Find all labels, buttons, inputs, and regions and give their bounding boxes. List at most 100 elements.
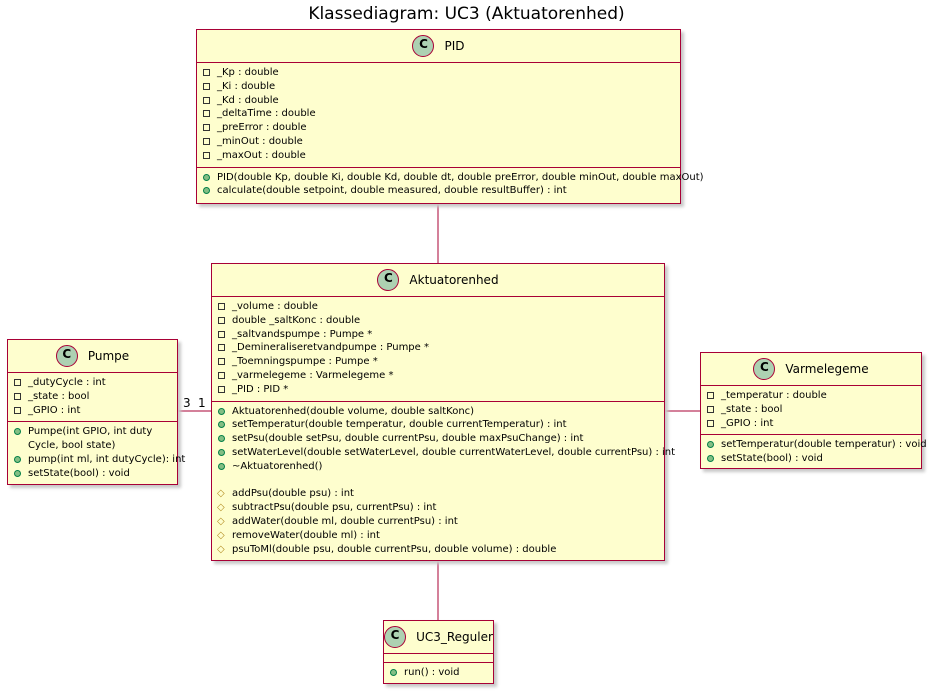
attribute: _maxOut : double (203, 149, 674, 163)
protected-icon: ◇ (217, 488, 225, 500)
class-name: Pumpe (87, 349, 130, 363)
method: setState(bool) : void (14, 467, 171, 481)
method: run() : void (390, 666, 487, 680)
attributes-section (384, 654, 493, 662)
attribute: _dutyCycle : int (14, 376, 171, 390)
method: setWaterLevel(double setWaterLevel, doub… (218, 446, 675, 460)
protected-method: ◇psuToMl(double psu, double currentPsu, … (217, 543, 557, 555)
attributes-section: _volume : double double _saltKonc : doub… (212, 297, 664, 401)
protected-icon: ◇ (217, 515, 225, 527)
private-icon (218, 371, 225, 379)
public-icon (707, 455, 714, 463)
multiplicity-pumpe: 3 (183, 396, 191, 410)
public-icon (218, 435, 225, 443)
attribute: _temperatur : double (707, 389, 915, 403)
protected-icon: ◇ (217, 543, 225, 555)
private-icon (14, 379, 21, 386)
private-icon (203, 69, 210, 76)
attributes-section: _dutyCycle : int _state : bool _GPIO : i… (8, 373, 177, 421)
class-name: Aktuatorenhed (409, 273, 499, 287)
attributes-section: _Kp : double _Ki : double _Kd : double _… (197, 63, 680, 167)
class-name: UC3_Reguler (416, 630, 493, 644)
protected-icon: ◇ (217, 502, 225, 514)
methods-section: run() : void (384, 662, 493, 684)
private-icon (203, 151, 210, 159)
private-icon (203, 96, 210, 104)
public-icon (218, 421, 225, 429)
class-pumpe[interactable]: C Pumpe _dutyCycle : int _state : bool _G… (7, 339, 185, 485)
class-aktuatorenhed[interactable]: C Aktuatorenhed _volume : double double _… (211, 263, 675, 561)
public-icon (203, 187, 210, 195)
private-icon (203, 124, 210, 132)
method: pump(int ml, int dutyCycle): int (14, 453, 185, 467)
attribute: _deltaTime : double (203, 107, 674, 121)
private-icon (218, 358, 225, 366)
class-header: C Aktuatorenhed (212, 264, 664, 297)
attributes-section: _temperatur : double _state : bool _GPIO… (701, 386, 921, 434)
attribute: _PID : PID * (218, 383, 658, 397)
attribute: _state : bool (707, 403, 915, 417)
private-icon (203, 82, 210, 90)
class-name: Varmelegeme (785, 362, 869, 376)
public-icon (218, 407, 225, 415)
public-icon (14, 455, 21, 463)
method: setTemperatur(double temperatur) : void (707, 438, 927, 452)
protected-method: ◇addWater(double ml, double currentPsu) … (217, 515, 458, 527)
method: PID(double Kp, double Ki, double Kd, dou… (203, 171, 704, 185)
method: Aktuatorenhed(double volume, double salt… (218, 405, 658, 419)
attribute: _varmelegeme : Varmelegeme * (218, 369, 658, 383)
class-stereotype-icon: C (377, 269, 400, 291)
methods-section: Pumpe(int GPIO, int duty Cycle, bool sta… (8, 421, 185, 484)
attribute: _GPIO : int (707, 417, 915, 431)
protected-method: ◇addPsu(double psu) : int (217, 488, 354, 500)
private-icon (707, 392, 714, 399)
private-icon (218, 316, 225, 324)
attribute: _Demineraliseretvandpumpe : Pumpe * (218, 341, 658, 355)
public-icon (390, 669, 397, 676)
attribute: _GPIO : int (14, 404, 171, 418)
private-icon (14, 392, 21, 400)
class-pid[interactable]: C PID _Kp : double _Ki : double _Kd : dou… (196, 29, 704, 204)
methods-section: PID(double Kp, double Ki, double Kd, dou… (197, 166, 704, 203)
method-spacer (218, 474, 658, 488)
class-header: C PID (197, 30, 680, 63)
multiplicity-aktuator: 1 (198, 396, 206, 410)
methods-section: Aktuatorenhed(double volume, double salt… (212, 400, 675, 561)
attribute: _saltvandspumpe : Pumpe * (218, 328, 658, 342)
attribute: _volume : double (218, 300, 658, 314)
protected-method: ◇removeWater(double ml) : int (217, 529, 380, 541)
protected-method: ◇subtractPsu(double psu, currentPsu) : i… (217, 502, 437, 514)
class-stereotype-icon: C (412, 35, 435, 57)
method: Pumpe(int GPIO, int duty Cycle, bool sta… (14, 425, 163, 453)
method: setPsu(double setPsu, double currentPsu,… (218, 432, 658, 446)
attribute: _Kp : double (203, 66, 674, 80)
class-header: C Pumpe (8, 340, 177, 373)
protected-icon: ◇ (217, 529, 225, 541)
attribute: _Ki : double (203, 80, 674, 94)
attribute: _minOut : double (203, 135, 674, 149)
method: calculate(double setpoint, double measur… (203, 184, 674, 198)
method: ~Aktuatorenhed() (218, 460, 658, 474)
method: setState(bool) : void (707, 452, 915, 466)
private-icon (14, 406, 21, 414)
method: setTemperatur(double temperatur, double … (218, 418, 658, 432)
public-icon (218, 462, 225, 470)
private-icon (707, 419, 714, 427)
public-icon (14, 469, 21, 477)
private-icon (203, 137, 210, 145)
public-icon (14, 428, 21, 436)
public-icon (218, 448, 225, 456)
public-icon (707, 441, 714, 449)
class-stereotype-icon: C (55, 345, 78, 367)
attribute: _preError : double (203, 121, 674, 135)
attribute: _Toemningspumpe : Pumpe * (218, 355, 658, 369)
attribute: _state : bool (14, 390, 171, 404)
private-icon (218, 344, 225, 352)
private-icon (203, 110, 210, 118)
class-name: PID (444, 39, 465, 53)
